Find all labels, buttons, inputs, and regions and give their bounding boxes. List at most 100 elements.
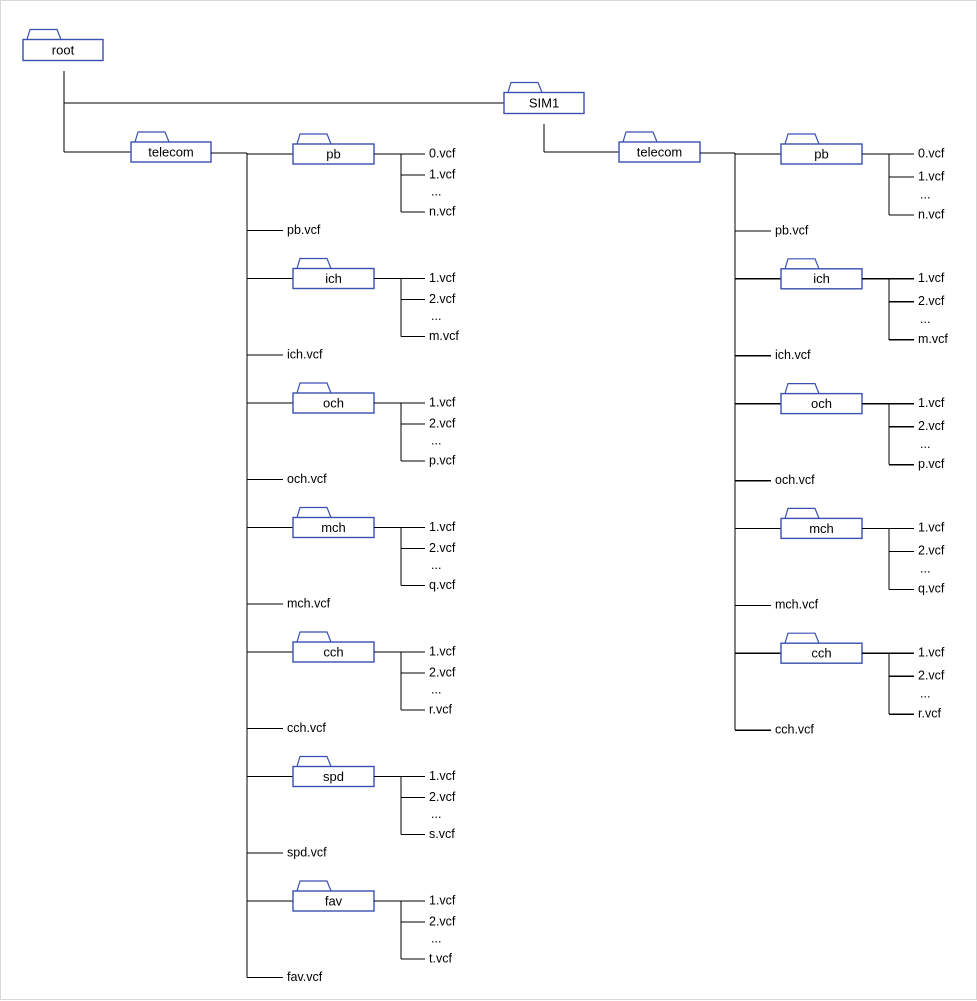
folder-telecom[interactable]: telecom [618,131,701,163]
folder-label: cch [323,644,343,659]
folder-label: pb [326,146,340,161]
file-label-1-vcf: 1.vcf [918,645,945,659]
folder-pb[interactable]: pb [292,133,375,165]
folder-label: fav [325,893,343,908]
file-label-q-vcf: q.vcf [429,578,456,592]
file-label-1-vcf: 1.vcf [429,644,456,658]
folder-tab [784,133,820,145]
folder-tab [26,28,62,40]
folder-cch[interactable]: cch [780,632,863,664]
folder-tab [784,632,820,644]
ellipsis-label: ... [431,807,441,821]
folder-mch[interactable]: mch [292,506,375,539]
file-label-r-vcf: r.vcf [918,706,941,720]
folder-fav[interactable]: fav [292,880,375,912]
file-label-1-vcf: 1.vcf [429,167,456,181]
folder-tab [296,382,332,394]
file-label-1-vcf: 1.vcf [429,520,456,534]
folder-tab [507,81,543,93]
vcf-file-label: mch.vcf [775,598,819,612]
folder-ich[interactable]: ich [292,257,375,290]
file-label-q-vcf: q.vcf [918,582,945,596]
folder-root[interactable]: root [22,28,104,62]
file-label-1-vcf: 1.vcf [429,769,456,783]
ellipsis-label: ... [431,309,441,323]
folder-label: mch [321,520,346,535]
file-label-1-vcf: 1.vcf [918,271,945,285]
file-label-r-vcf: r.vcf [429,702,452,716]
file-label-p-vcf: p.vcf [429,453,456,467]
folder-mch[interactable]: mch [780,507,863,540]
ellipsis-label: ... [431,184,441,198]
vcf-file-label: pb.vcf [287,223,321,237]
folder-tab [296,755,332,767]
folder-tab [134,131,170,143]
file-label-2-vcf: 2.vcf [918,294,945,308]
folder-label: telecom [637,144,683,159]
folder-icon [130,141,212,163]
folder-label: och [323,395,344,410]
file-label-2-vcf: 2.vcf [429,416,456,430]
folder-sim1[interactable]: SIM1 [503,81,585,115]
folder-ich[interactable]: ich [780,258,863,290]
ellipsis-label: ... [431,433,441,447]
file-label-2-vcf: 2.vcf [918,544,945,558]
file-label-1-vcf: 1.vcf [429,893,456,907]
file-label-2-vcf: 2.vcf [429,541,456,555]
ellipsis-label: ... [920,187,930,201]
folder-icon [503,91,585,115]
folder-icon [22,38,104,62]
vcf-file-label: och.vcf [775,473,815,487]
folder-cch[interactable]: cch [292,631,375,663]
file-label-s-vcf: s.vcf [429,827,455,841]
ellipsis-label: ... [920,686,930,700]
ellipsis-label: ... [431,558,441,572]
folder-pb[interactable]: pb [780,133,863,165]
folder-tab [784,258,820,270]
file-label-0-vcf: 0.vcf [918,146,945,160]
folder-och[interactable]: och [780,383,863,415]
file-label-2-vcf: 2.vcf [429,790,456,804]
file-label-1-vcf: 1.vcf [918,169,945,183]
ellipsis-label: ... [920,312,930,326]
vcf-file-label: cch.vcf [775,722,814,736]
file-label-1-vcf: 1.vcf [918,521,945,535]
vcf-file-label: ich.vcf [287,347,323,361]
file-label-m-vcf: m.vcf [918,332,948,346]
file-label-1-vcf: 1.vcf [429,395,456,409]
folder-tab [784,383,820,394]
folder-tab [784,507,820,519]
vcf-file-label: spd.vcf [287,845,327,859]
folder-tab [296,133,332,145]
folder-tab [296,506,332,518]
file-label-2-vcf: 2.vcf [918,419,945,433]
vcf-file-label: mch.vcf [287,596,331,610]
folder-tab [296,631,332,643]
folder-label: ich [813,271,830,286]
ellipsis-label: ... [431,682,441,696]
folder-spd[interactable]: spd [292,755,375,788]
file-label-m-vcf: m.vcf [429,329,459,343]
file-label-2-vcf: 2.vcf [918,668,945,682]
ellipsis-label: ... [920,562,930,576]
folder-och[interactable]: och [292,382,375,414]
folder-telecom[interactable]: telecom [130,131,212,163]
folder-label: root [52,42,75,57]
folder-label: och [811,396,832,411]
vcf-file-label: pb.vcf [775,223,809,237]
vcf-file-label: och.vcf [287,472,327,486]
file-label-1-vcf: 1.vcf [429,271,456,285]
folder-icon [618,141,701,163]
file-label-2-vcf: 2.vcf [429,292,456,306]
folder-label: telecom [148,144,194,159]
folder-tab [296,880,332,892]
vcf-file-label: ich.vcf [775,348,811,362]
ellipsis-label: ... [431,931,441,945]
ellipsis-label: ... [920,437,930,451]
folder-label: ich [325,271,342,286]
folder-tab [296,257,332,269]
folder-label: mch [809,521,834,536]
file-label-n-vcf: n.vcf [429,204,456,218]
